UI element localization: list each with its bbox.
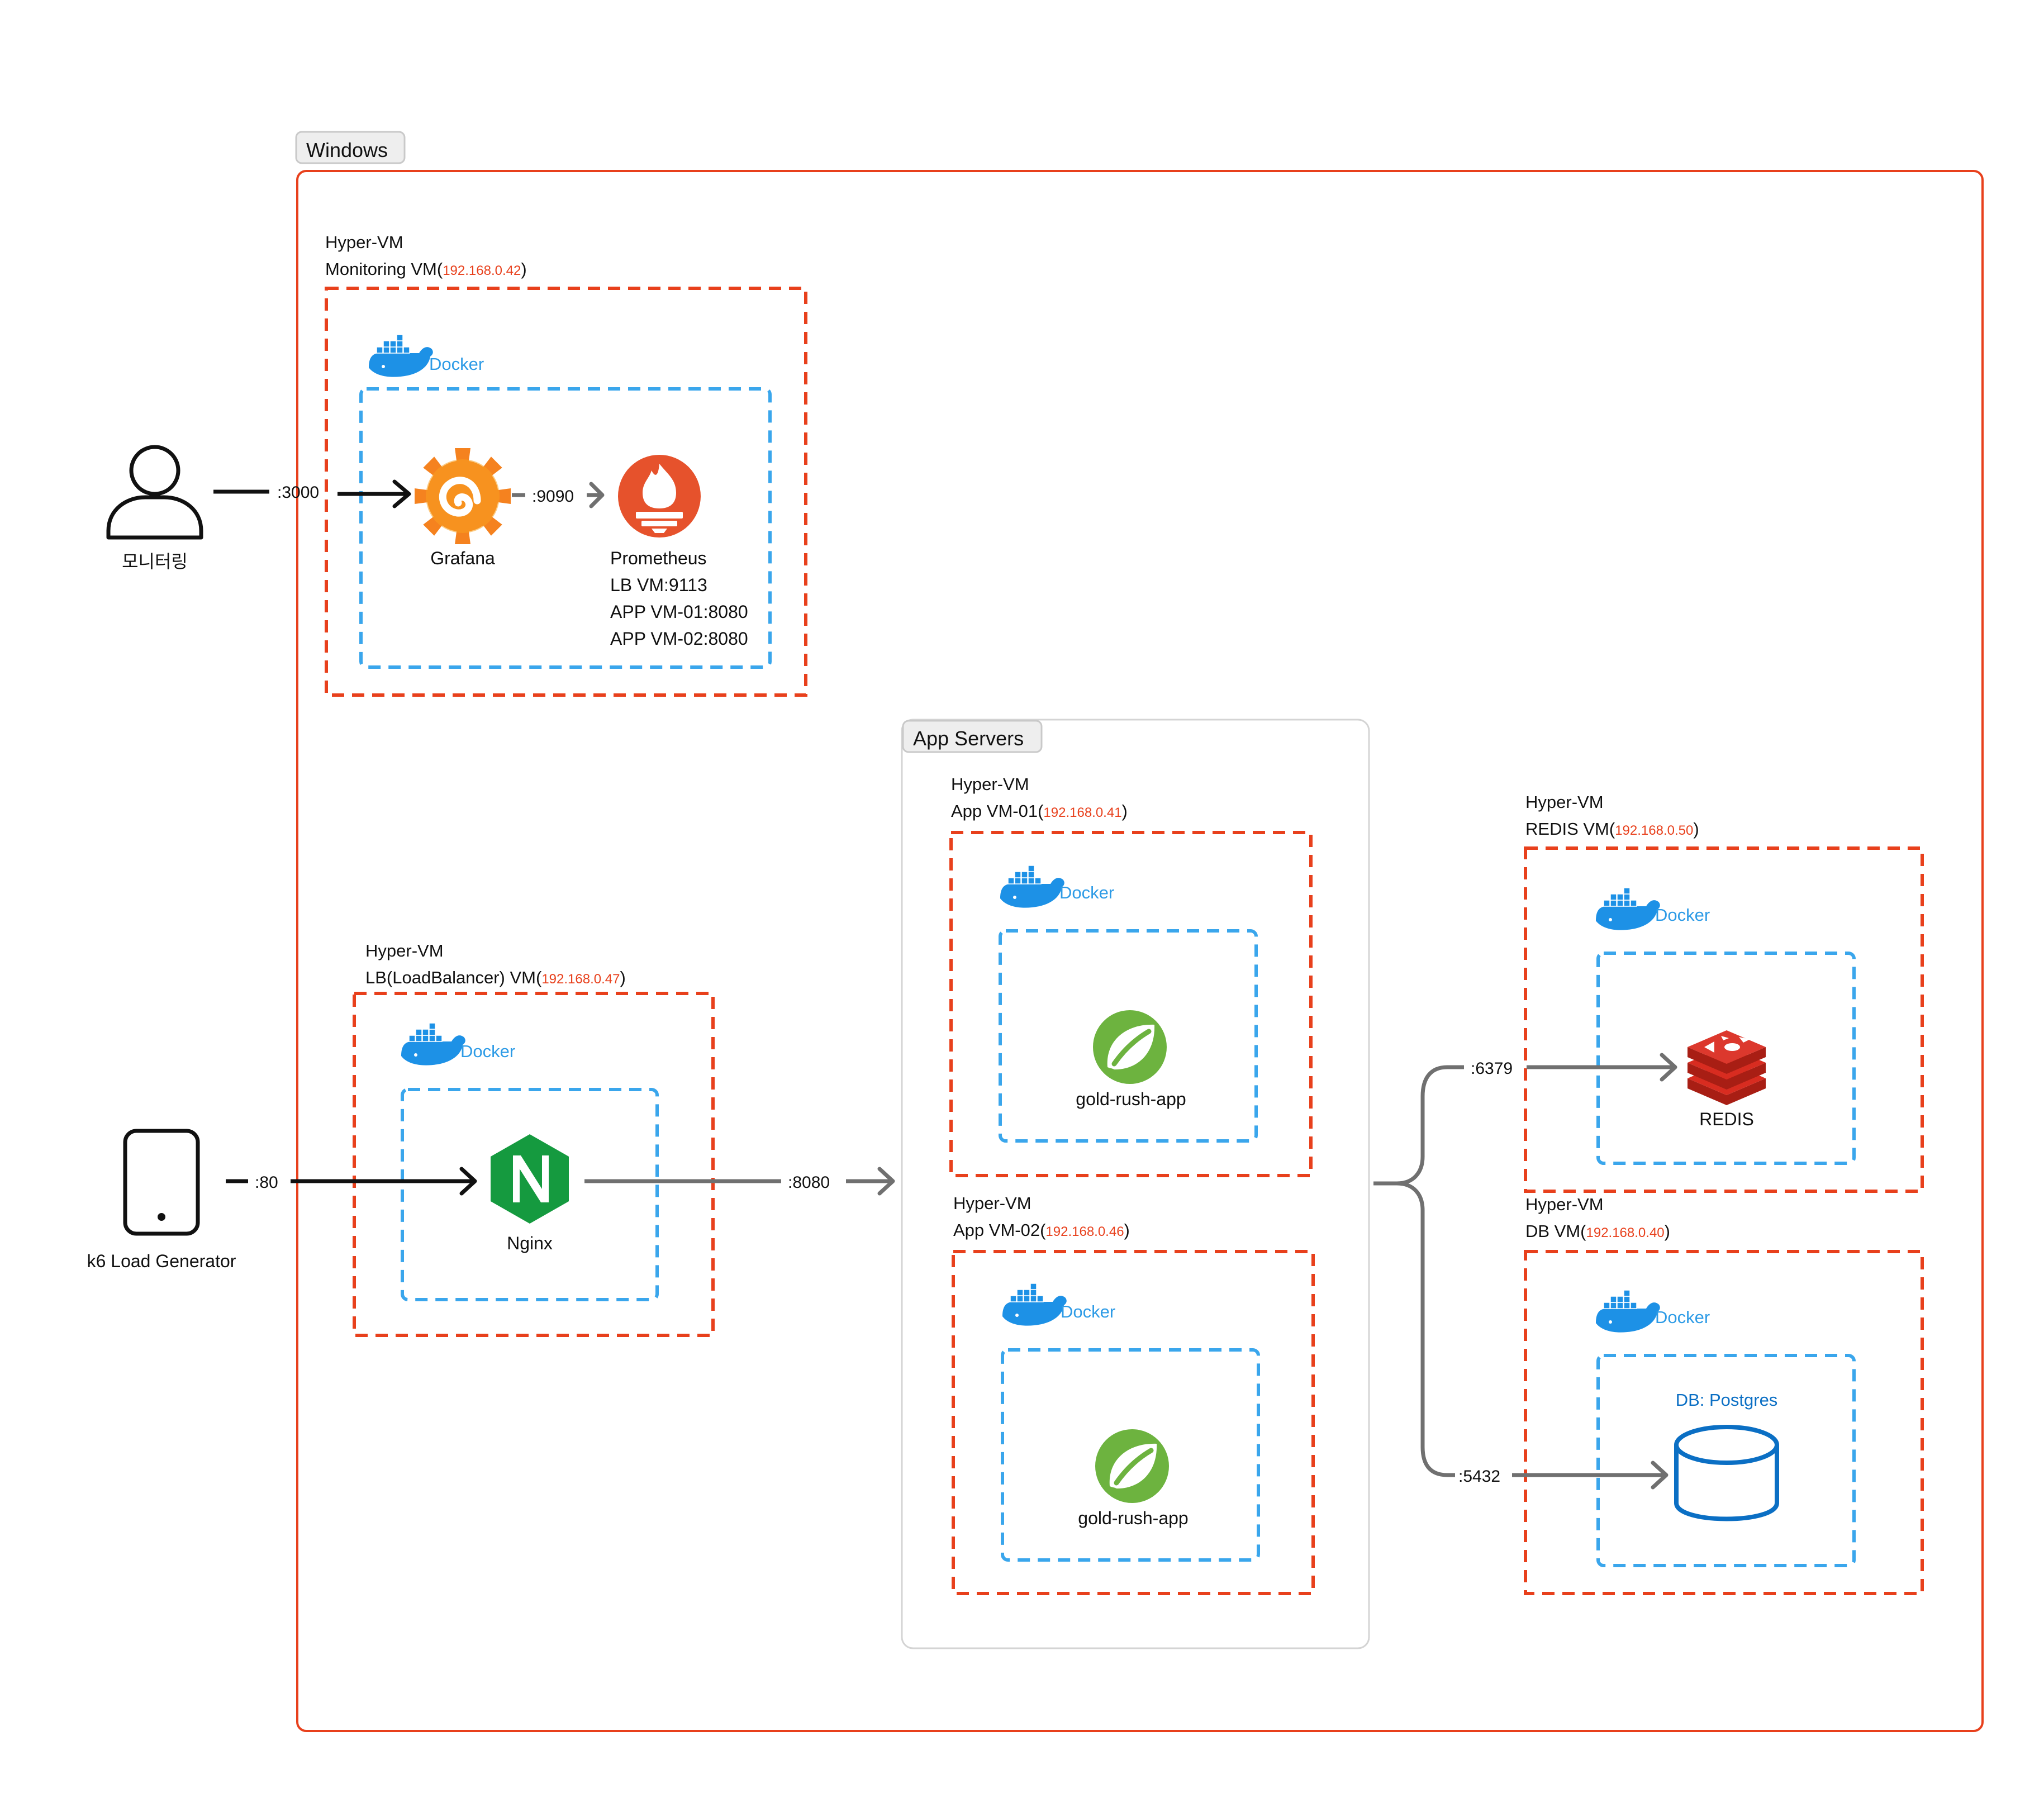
prometheus-icon xyxy=(618,455,701,538)
prometheus-target-lb: LB VM:9113 xyxy=(610,575,707,595)
windows-container xyxy=(296,170,1984,1732)
user-icon xyxy=(106,445,203,540)
docker-icon xyxy=(1595,887,1661,931)
port-3000-label: :3000 xyxy=(277,483,319,502)
lb-vm-title: LB(LoadBalancer) VM(192.168.0.47) xyxy=(365,968,626,987)
postgres-label: DB: Postgres xyxy=(1676,1390,1778,1410)
docker-label: Docker xyxy=(429,354,484,374)
app-vm-02-boundary xyxy=(952,1250,1315,1595)
lb-vm-host: Hyper-VM xyxy=(365,941,444,960)
prometheus-target-app01: APP VM-01:8080 xyxy=(610,602,748,622)
docker-label: Docker xyxy=(1655,905,1710,925)
port-9090-label: :9090 xyxy=(532,487,574,506)
app-vm-01-boundary xyxy=(949,831,1313,1177)
docker-icon xyxy=(1595,1290,1661,1333)
prometheus-node: Prometheus LB VM:9113 APP VM-01:8080 APP… xyxy=(610,455,748,649)
app-servers-group: App Servers xyxy=(901,719,1370,1649)
nginx-node: Nginx xyxy=(491,1134,569,1253)
edge-app-to-data xyxy=(1373,1065,1464,1477)
redis-vm-title: REDIS VM(192.168.0.50) xyxy=(1525,819,1699,839)
redis-vm-host: Hyper-VM xyxy=(1525,792,1604,812)
app-vm-01: Hyper-VM App VM-01(192.168.0.41) Docker … xyxy=(949,774,1313,1177)
docker-label: Docker xyxy=(1655,1307,1710,1327)
db-docker-boundary xyxy=(1596,1354,1856,1567)
lb-vm: Hyper-VM LB(LoadBalancer) VM(192.168.0.4… xyxy=(353,941,715,1337)
port-5432-label: :5432 xyxy=(1458,1467,1500,1486)
app-vm-01-title: App VM-01(192.168.0.41) xyxy=(951,801,1128,821)
k6-load-generator: k6 Load Generator xyxy=(87,1129,236,1271)
docker-label: Docker xyxy=(1061,1302,1115,1321)
windows-tab: Windows xyxy=(295,131,406,164)
gold-rush-app-01-node: gold-rush-app xyxy=(1076,1010,1186,1109)
monitoring-docker-boundary xyxy=(359,387,772,669)
database-icon xyxy=(1674,1425,1779,1521)
docker-label: Docker xyxy=(460,1041,515,1061)
db-vm-host: Hyper-VM xyxy=(1525,1195,1604,1214)
lb-docker-boundary xyxy=(401,1088,659,1301)
app-servers-label: App Servers xyxy=(913,727,1024,750)
lb-vm-boundary xyxy=(353,992,715,1337)
monitoring-user: 모니터링 xyxy=(106,445,203,572)
redis-docker-boundary xyxy=(1596,952,1856,1165)
edge-loadgen-nginx: :80 xyxy=(226,1167,477,1196)
monitoring-vm-boundary xyxy=(325,287,807,697)
edge-app-redis: :6379 xyxy=(1471,1053,1677,1082)
monitoring-vm: Hyper-VM Monitoring VM(192.168.0.42) Doc… xyxy=(325,232,807,697)
redis-vm-boundary xyxy=(1524,846,1924,1193)
app-vm-02-host: Hyper-VM xyxy=(953,1193,1031,1213)
gold-rush-app-02-node: gold-rush-app xyxy=(1078,1429,1189,1528)
prometheus-label: Prometheus xyxy=(610,548,707,568)
db-vm-title: DB VM(192.168.0.40) xyxy=(1525,1221,1670,1241)
monitoring-vm-title: Monitoring VM(192.168.0.42) xyxy=(325,259,527,279)
redis-label: REDIS xyxy=(1699,1109,1754,1129)
docker-icon xyxy=(1002,1283,1067,1326)
spring-icon xyxy=(1093,1010,1167,1084)
mobile-device-icon xyxy=(123,1129,200,1236)
port-8080-label: :8080 xyxy=(788,1173,830,1192)
app-vm-02: Hyper-VM App VM-02(192.168.0.46) Docker … xyxy=(952,1193,1315,1595)
redis-node: REDIS xyxy=(1688,1030,1766,1129)
postgres-node: DB: Postgres xyxy=(1674,1390,1779,1521)
edge-nginx-appservers: :8080 xyxy=(584,1167,895,1196)
redis-icon xyxy=(1688,1030,1766,1105)
spring-icon xyxy=(1095,1429,1169,1503)
docker-icon xyxy=(1000,865,1065,908)
port-6379-label: :6379 xyxy=(1471,1059,1513,1078)
docker-icon xyxy=(368,334,434,378)
monitoring-user-label: 모니터링 xyxy=(122,551,188,572)
grafana-label: Grafana xyxy=(430,548,495,568)
grafana-icon xyxy=(415,448,511,544)
edge-grafana-prometheus: :9090 xyxy=(512,482,605,508)
redis-vm: Hyper-VM REDIS VM(192.168.0.50) Docker R… xyxy=(1524,792,1924,1193)
docker-label: Docker xyxy=(1059,883,1114,902)
db-vm-boundary xyxy=(1524,1250,1924,1595)
app-vm-02-docker-boundary xyxy=(1001,1348,1260,1562)
port-80-label: :80 xyxy=(255,1173,278,1192)
grafana-node: Grafana xyxy=(415,448,511,568)
docker-icon xyxy=(401,1022,466,1066)
monitoring-vm-host: Hyper-VM xyxy=(325,232,403,252)
db-vm: Hyper-VM DB VM(192.168.0.40) Docker DB: … xyxy=(1524,1195,1924,1595)
gold-rush-app-01-label: gold-rush-app xyxy=(1076,1089,1186,1109)
nginx-label: Nginx xyxy=(507,1233,553,1253)
app-vm-02-title: App VM-02(192.168.0.46) xyxy=(953,1220,1130,1240)
app-vm-01-host: Hyper-VM xyxy=(951,774,1029,794)
edge-app-db: :5432 xyxy=(1458,1461,1669,1490)
prometheus-target-app02: APP VM-02:8080 xyxy=(610,629,748,649)
nginx-icon xyxy=(491,1134,569,1224)
app-vm-01-docker-boundary xyxy=(999,929,1258,1143)
gold-rush-app-02-label: gold-rush-app xyxy=(1078,1508,1188,1528)
edge-monitor-grafana: :3000 xyxy=(213,479,411,508)
k6-load-generator-label: k6 Load Generator xyxy=(87,1251,236,1271)
windows-label: Windows xyxy=(306,139,388,161)
